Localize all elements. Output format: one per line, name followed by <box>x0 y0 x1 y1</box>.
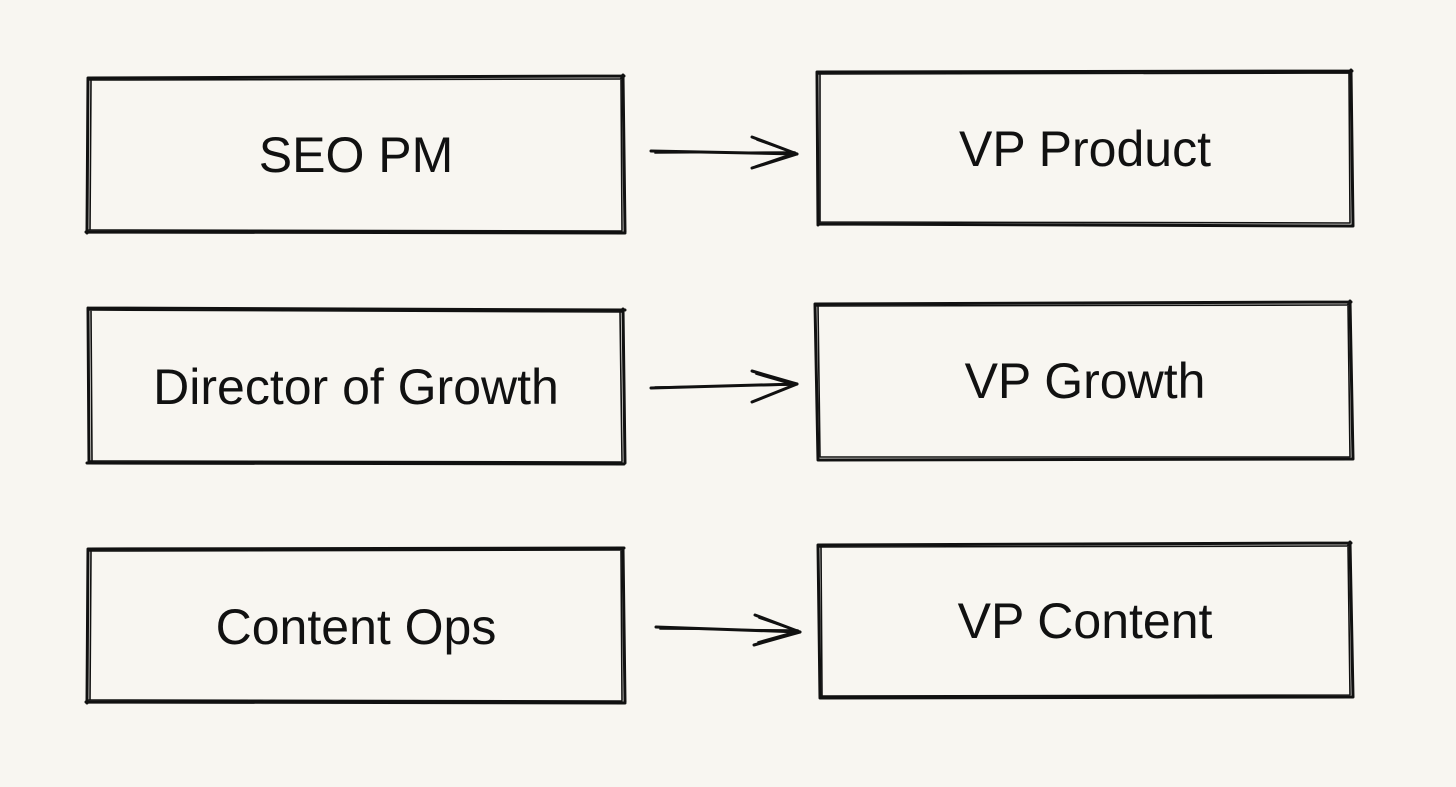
arrow-row2 <box>649 369 799 404</box>
box-row2-left <box>85 306 627 466</box>
box-row3-left <box>84 546 627 705</box>
label-vp-content: VP Content <box>957 593 1213 649</box>
label-vp-growth: VP Growth <box>964 353 1206 409</box>
arrow-row1 <box>649 135 799 170</box>
box-row2-right <box>813 299 1355 462</box>
label-seo-pm: SEO PM <box>258 127 454 183</box>
arrow-row3 <box>654 613 802 647</box>
box-row1-right <box>815 68 1355 228</box>
label-vp-product: VP Product <box>958 121 1211 177</box>
label-content-ops: Content Ops <box>215 599 497 655</box>
box-row1-left <box>84 73 627 235</box>
box-row3-right <box>816 540 1355 700</box>
label-director-of-growth: Director of Growth <box>153 359 559 415</box>
